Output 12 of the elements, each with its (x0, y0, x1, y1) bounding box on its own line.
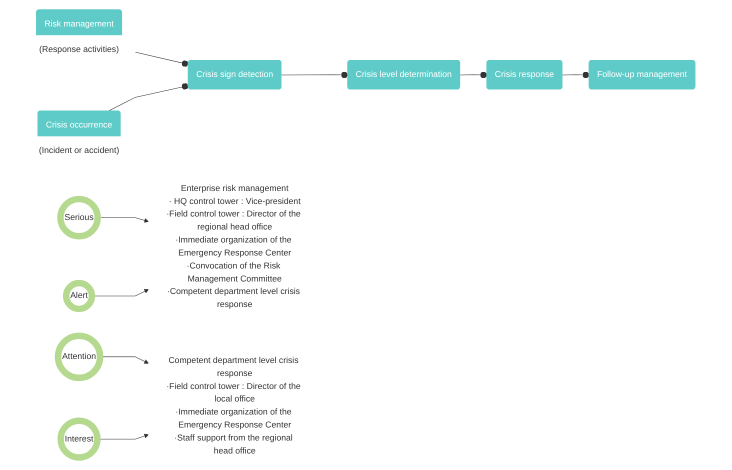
node-circle: Alert (63, 280, 96, 312)
connector (460, 72, 488, 78)
node-circle: Serious (58, 196, 102, 240)
node-text: Competent department level crisis response ·Field control tower : Director of the local office ·Immediate organization of the Emergency Response Center ·Staff support from the regional head office (166, 356, 301, 456)
node-label: (Incident or accident) (39, 146, 120, 156)
node-circle: Interest (58, 418, 101, 461)
connector (108, 83, 189, 112)
connector (562, 72, 590, 78)
connector (282, 72, 348, 78)
node-text: Enterprise risk management · HQ control tower : Vice-president ·Field control tower : Director of the regional head office ·Immediate organization of the Emergency Response Center ·Convocation of the Risk Management Committee ·Competent department level crisis response (166, 184, 301, 310)
node-circle: Attention (55, 332, 104, 382)
node-label: (Response activities) (39, 45, 120, 54)
